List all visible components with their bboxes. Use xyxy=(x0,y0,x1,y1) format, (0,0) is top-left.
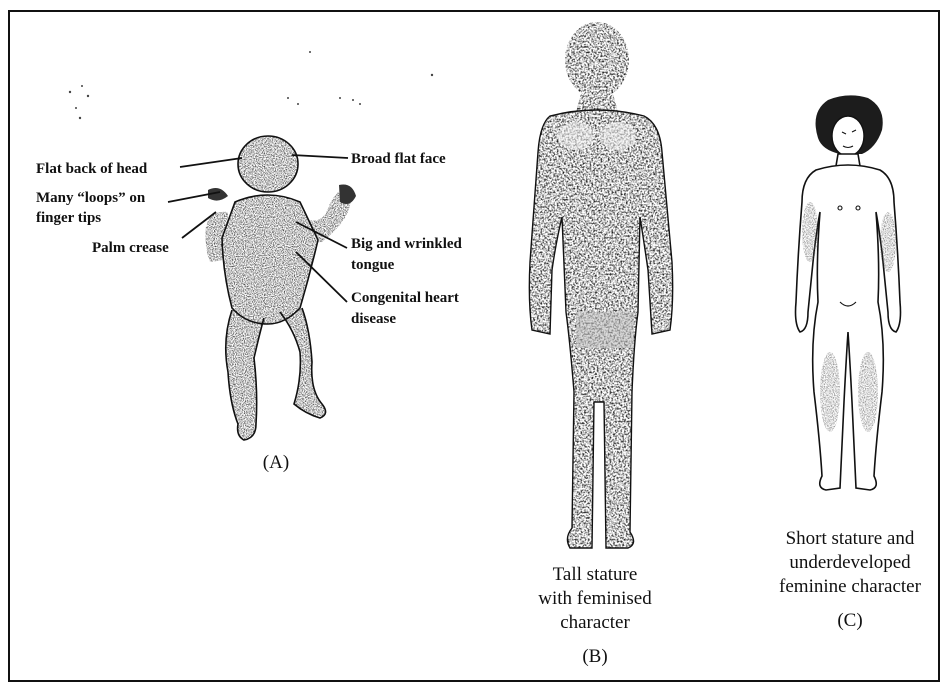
label-broad-flat-face: Broad flat face xyxy=(351,151,446,168)
label-heart-line2: disease xyxy=(351,311,396,328)
label-tongue-line1: Big and wrinkled xyxy=(351,236,462,253)
label-flat-back-of-head: Flat back of head xyxy=(36,161,147,178)
tall-figure xyxy=(529,22,672,548)
label-palm-crease: Palm crease xyxy=(92,240,169,257)
caption-b-line3: character xyxy=(515,612,675,634)
label-heart-line1: Congenital heart xyxy=(351,290,459,307)
caption-b-line1: Tall stature xyxy=(515,564,675,586)
figure-frame: Flat back of head Broad flat face Many “… xyxy=(8,10,940,682)
caption-a: (A) xyxy=(246,452,306,474)
caption-c-line3: feminine character xyxy=(760,576,940,598)
caption-c-line2: underdeveloped xyxy=(760,552,940,574)
caption-c-line1: Short stature and xyxy=(760,528,940,550)
label-many-loops-line2: finger tips xyxy=(36,210,101,227)
caption-c: (C) xyxy=(820,610,880,632)
label-tongue-line2: tongue xyxy=(351,257,394,274)
print-specks xyxy=(69,51,433,119)
short-figure xyxy=(796,95,901,490)
caption-b-line2: with feminised xyxy=(515,588,675,610)
caption-b: (B) xyxy=(565,646,625,668)
label-many-loops-line1: Many “loops” on xyxy=(36,190,145,207)
